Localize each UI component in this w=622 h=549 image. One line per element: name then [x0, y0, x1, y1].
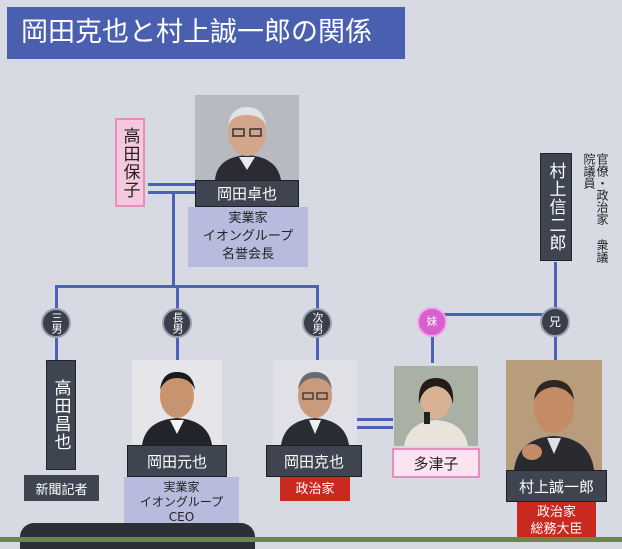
relation-badge-seiichiro: 兄	[540, 307, 570, 337]
shinji-caption: 官僚・政治家 衆議院議員	[582, 153, 609, 263]
drop-tazuko	[431, 313, 434, 363]
relation-badge-motoya: 長男	[162, 308, 192, 338]
motoya-photo	[132, 360, 222, 445]
seiichiro-role: 政治家 総務大臣	[517, 502, 596, 540]
tazuko-photo	[394, 366, 478, 446]
marriage-line-top	[148, 183, 196, 186]
seiichiro-role-line: 総務大臣	[530, 522, 583, 537]
takuya-info-line: 名誉会長	[221, 247, 274, 262]
shinji-name: 村上信二郎	[540, 153, 572, 261]
marriage-line-bottom	[148, 191, 196, 194]
katsuya-role: 政治家	[280, 477, 350, 501]
bottom-strip	[0, 537, 622, 542]
motoya-info-line: イオングループ	[139, 494, 224, 509]
marriage-katsuya-bottom	[357, 426, 393, 429]
seiichiro-role-line: 政治家	[536, 505, 576, 520]
seiichiro-name: 村上誠一郎	[506, 470, 607, 502]
takuya-name: 岡田卓也	[195, 180, 299, 207]
takuya-info-line: イオングループ	[202, 229, 294, 244]
motoya-info-line: 実業家	[163, 479, 200, 494]
tazuko-name: 多津子	[392, 448, 480, 478]
children-bar	[55, 285, 319, 288]
masaya-role: 新聞記者	[24, 475, 99, 501]
relation-badge-tazuko: 妹	[417, 307, 447, 337]
seiichiro-photo	[506, 360, 602, 470]
family-stem	[172, 194, 175, 286]
takuya-info-line: 実業家	[228, 211, 268, 226]
masaya-name: 高田昌也	[46, 360, 76, 470]
takuya-info: 実業家 イオングループ 名誉会長	[188, 207, 308, 267]
motoya-name: 岡田元也	[127, 445, 227, 477]
siblings-bar	[431, 313, 557, 316]
relation-badge-katsuya: 次男	[302, 308, 332, 338]
overlay-bar	[20, 523, 255, 549]
relation-badge-masaya: 三男	[41, 308, 71, 338]
diagram-title: 岡田克也と村上誠一郎の関係	[7, 7, 405, 59]
yasuko-name: 高田保子	[115, 118, 145, 207]
motoya-info-line: CEO	[168, 509, 195, 524]
takuya-photo	[195, 95, 299, 180]
katsuya-name: 岡田克也	[266, 445, 362, 477]
marriage-katsuya-top	[357, 418, 393, 421]
motoya-info: 実業家 イオングループ CEO	[124, 477, 239, 527]
katsuya-photo	[273, 360, 357, 445]
